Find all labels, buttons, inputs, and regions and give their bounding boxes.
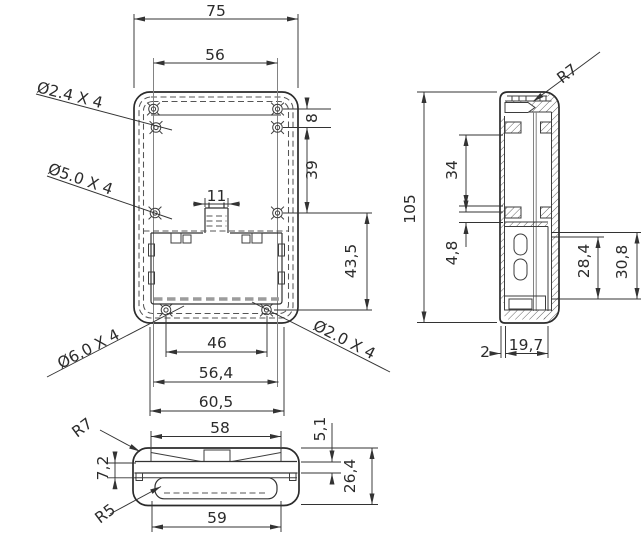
latch-pocket [504, 102, 536, 113]
dim-lid-step: 5,1 [311, 417, 329, 442]
dim-span-56-4: 56,4 [199, 364, 234, 382]
dim-boss-span: 34 [443, 160, 461, 180]
battery-compartment [148, 232, 285, 305]
dim-ledge-gap: 4,8 [443, 241, 461, 266]
dim-span-mid: 39 [303, 160, 321, 180]
label-r5-bottom: R5 [92, 500, 119, 527]
dim-base-depth: 19,7 [509, 336, 544, 354]
center-tab [204, 202, 229, 233]
dim-span-58: 58 [210, 419, 230, 437]
dim-span-59: 59 [207, 509, 227, 527]
dim-overall-height: 105 [401, 194, 419, 224]
lid-tab [203, 449, 231, 462]
bottom-view [132, 447, 300, 507]
label-r7-bottom: R7 [69, 414, 96, 441]
dim-span-60-5: 60,5 [199, 393, 234, 411]
dim-overall-width: 75 [206, 2, 226, 20]
side-view [499, 91, 560, 324]
dim-cavity-28-4: 28,4 [575, 244, 593, 279]
screw-boss [259, 303, 274, 317]
dim-span-lower: 43,5 [342, 244, 360, 279]
dim-wall: 2 [480, 343, 490, 361]
dim-lid-depth: 7,2 [94, 456, 112, 481]
label-dia-6-0: Ø6.0 X 4 [55, 326, 123, 373]
label-dia-2-0: Ø2.0 X 4 [310, 317, 378, 364]
label-dia-5-0: Ø5.0 X 4 [46, 160, 115, 199]
dim-span-46: 46 [207, 334, 227, 352]
base-slot [154, 477, 278, 500]
screw-boss [149, 120, 163, 135]
dim-end-height: 26,4 [341, 459, 359, 494]
dimensions: 75 56 8 39 43,5 11 46 56,4 [94, 2, 641, 532]
dim-offset-top: 8 [303, 113, 321, 123]
dim-hole-span-top: 56 [205, 46, 225, 64]
screw-boss [159, 303, 173, 317]
dim-tab-width: 11 [207, 187, 227, 205]
dim-cavity-30-8: 30,8 [613, 245, 631, 280]
label-dia-2-4: Ø2.4 X 4 [35, 78, 105, 112]
front-view [133, 58, 299, 387]
